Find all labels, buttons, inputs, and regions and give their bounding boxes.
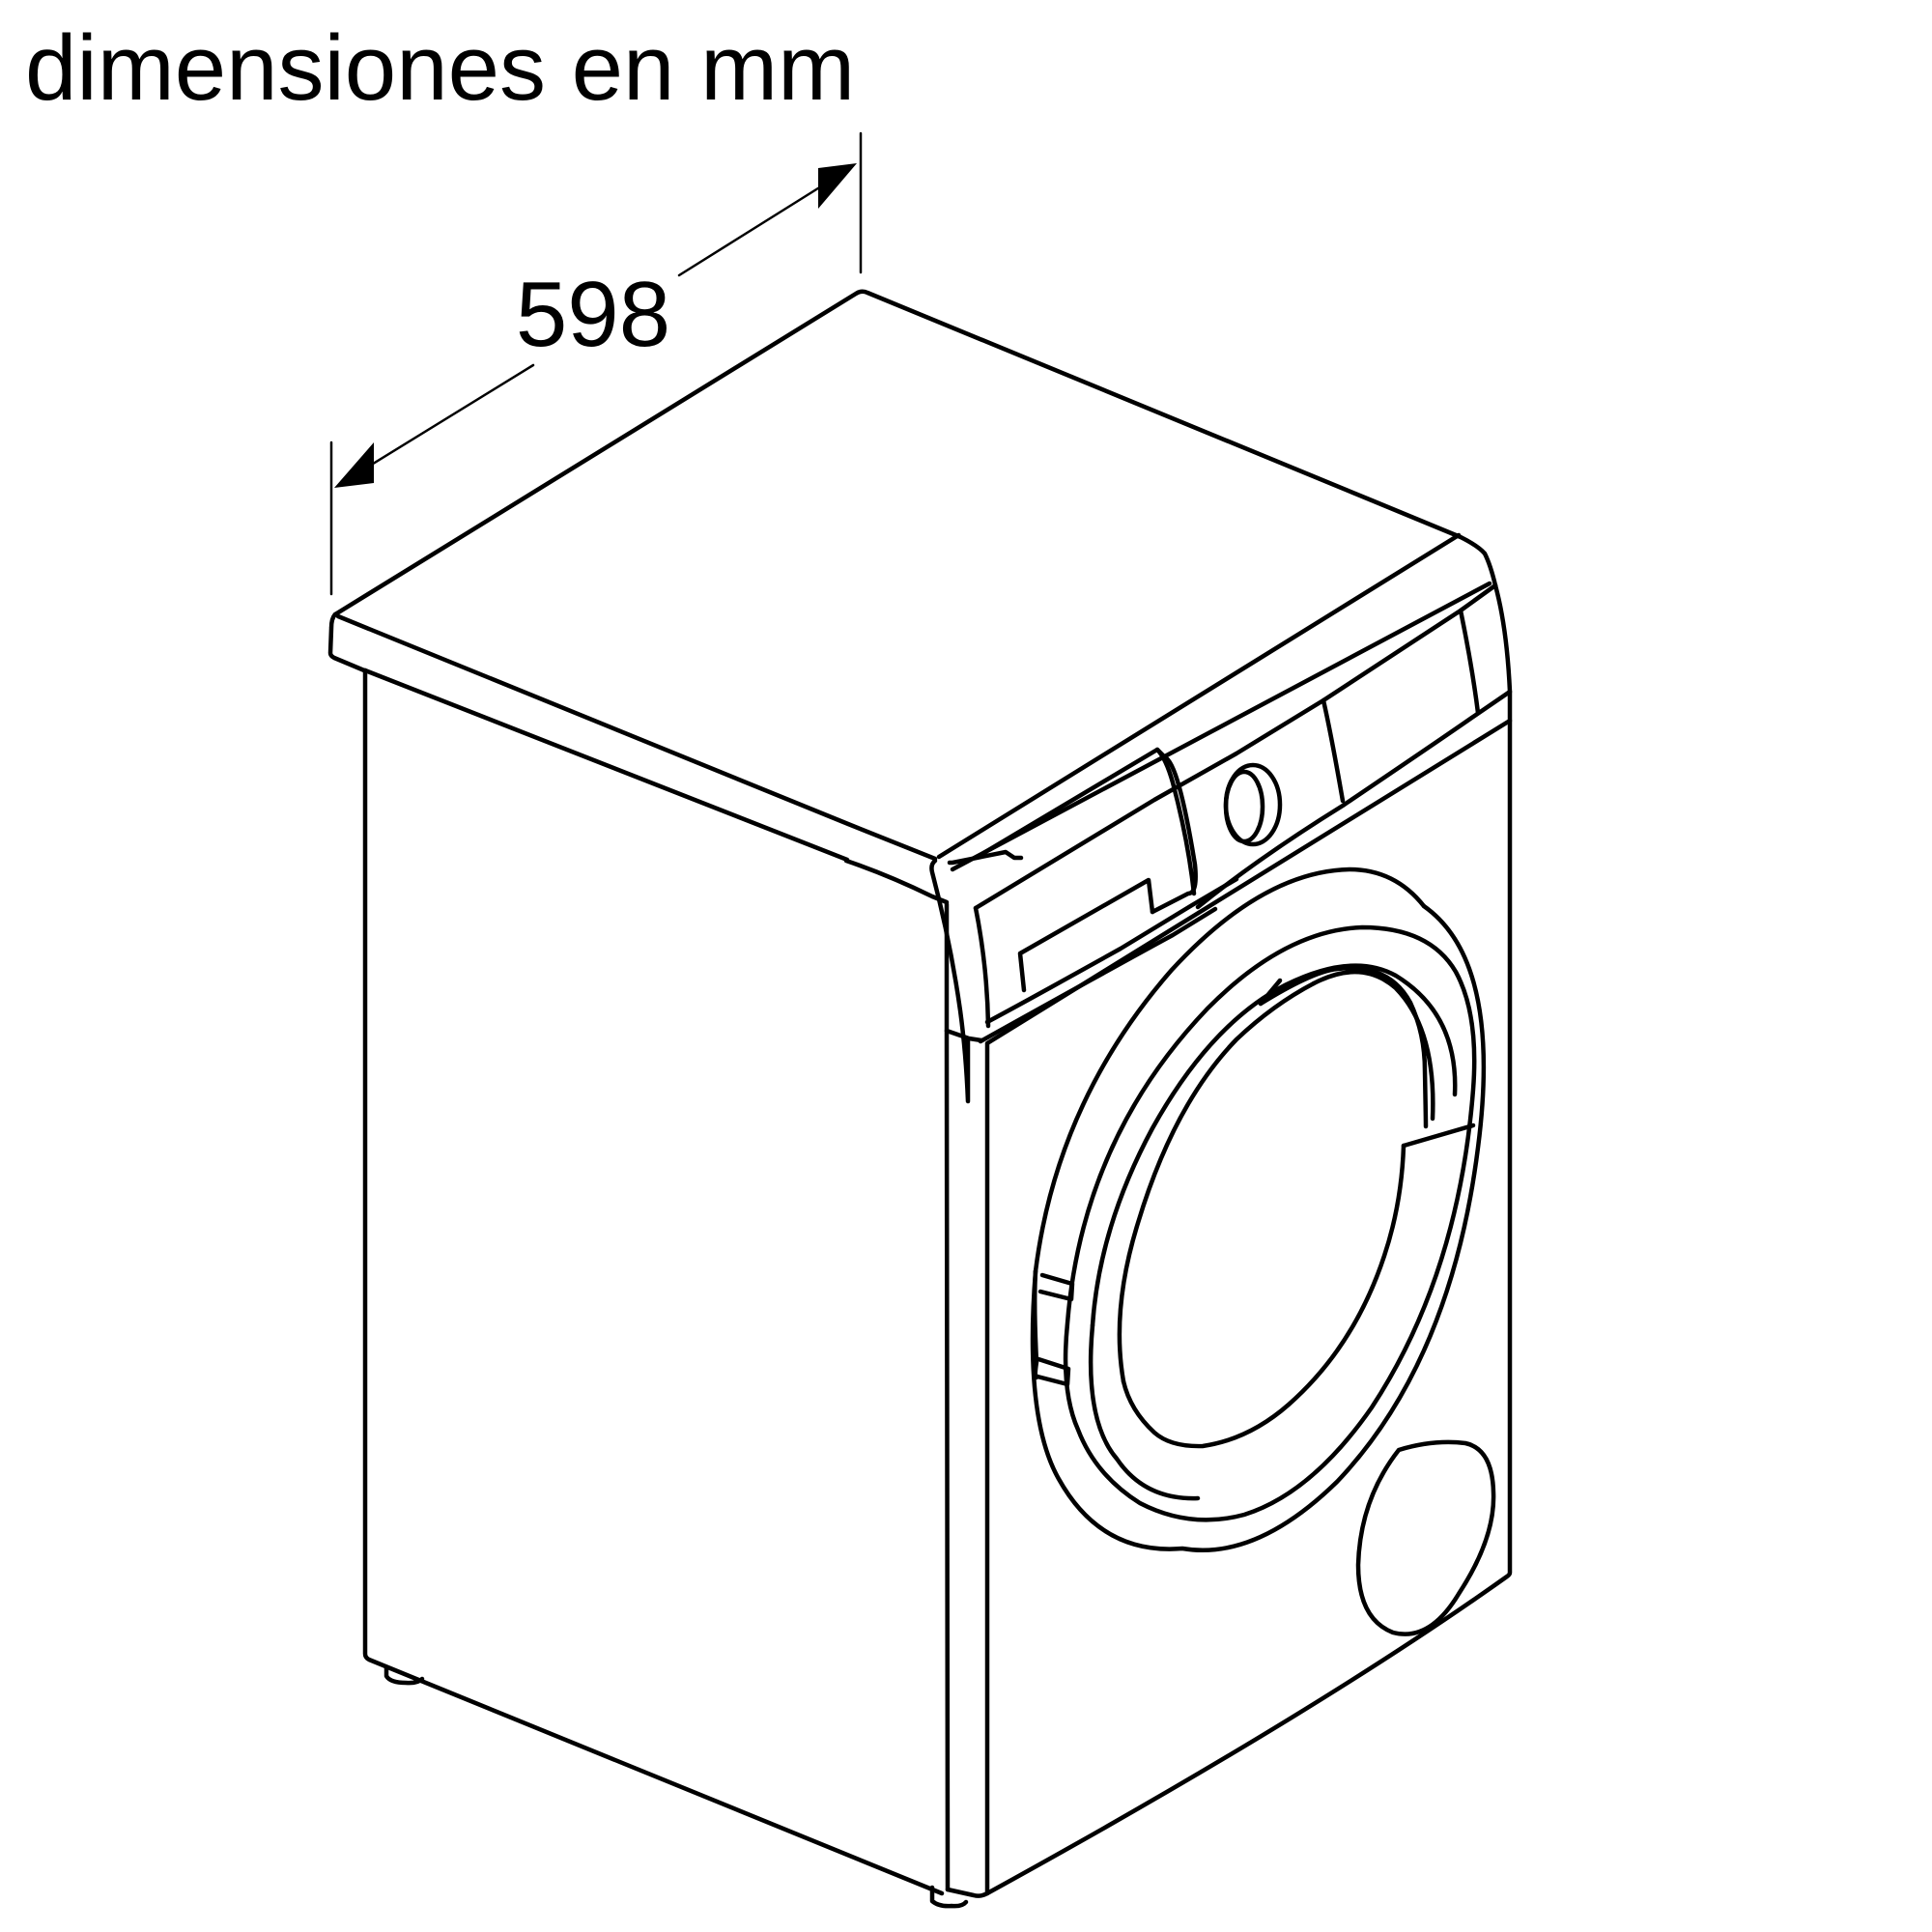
dimension-line-left: [363, 363, 535, 470]
door[interactable]: [1030, 867, 1487, 1553]
cabinet-top: [327, 289, 1498, 905]
service-flap-icon[interactable]: [1355, 1439, 1496, 1636]
program-knob-icon[interactable]: [1223, 762, 1283, 847]
detergent-drawer[interactable]: [973, 747, 1198, 993]
cabinet-front: [929, 581, 1513, 1898]
dimension-line-right: [677, 185, 823, 277]
cabinet-side: [362, 668, 984, 1909]
arrowhead-right: [818, 163, 857, 209]
width-dimension-label: 598: [516, 263, 670, 366]
width-dimension: 598: [329, 131, 863, 596]
arrowhead-left: [334, 442, 374, 488]
diagram-title: dimensiones en mm: [25, 16, 856, 120]
